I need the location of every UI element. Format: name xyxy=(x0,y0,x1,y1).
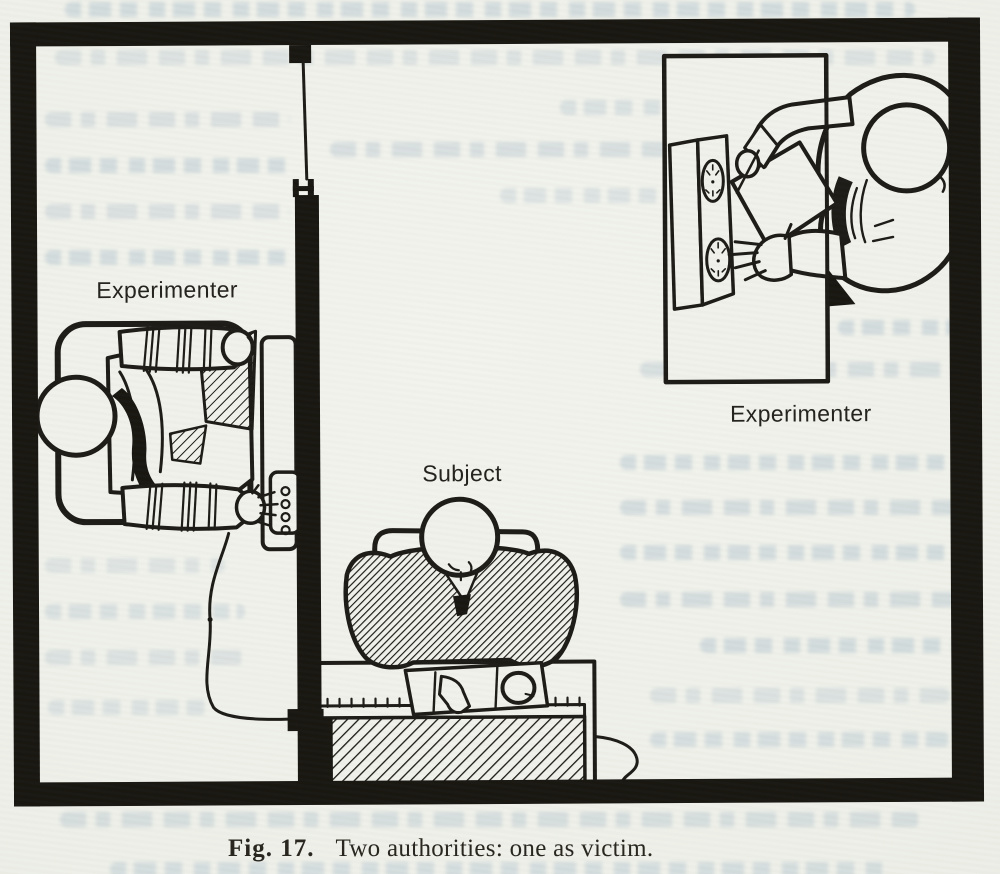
figure-caption-number: Fig. 17. xyxy=(228,835,315,862)
shock-device xyxy=(667,134,736,311)
open-hand xyxy=(751,233,794,282)
door xyxy=(292,61,314,198)
head xyxy=(419,496,501,578)
figure-caption-text: Two authorities: one as victim. xyxy=(335,835,654,862)
tie xyxy=(111,387,167,500)
experimenter-right-figure xyxy=(727,72,966,307)
bleedthrough-line xyxy=(45,604,245,619)
door-jamb xyxy=(289,44,312,64)
bleedthrough-line xyxy=(45,558,225,573)
answer-box-wire xyxy=(205,531,291,721)
bleedthrough-line xyxy=(45,250,290,265)
bleedthrough-line xyxy=(48,700,208,715)
tie xyxy=(831,176,853,249)
bleedthrough-line xyxy=(65,2,915,17)
hand xyxy=(234,489,267,526)
bleedthrough-line xyxy=(45,650,245,665)
bleedthrough-line xyxy=(45,112,290,127)
arm-lower xyxy=(120,483,253,531)
bleedthrough-line xyxy=(700,638,960,653)
bleedthrough-line xyxy=(620,545,960,560)
bleedthrough-line xyxy=(45,204,290,219)
wire-pass-through xyxy=(287,708,324,732)
subject-figure xyxy=(343,496,579,717)
head xyxy=(861,102,953,194)
bleedthrough-line xyxy=(650,732,950,747)
label-experimenter-right: Experimenter xyxy=(730,400,872,427)
bleedthrough-line xyxy=(620,592,960,607)
room-walls xyxy=(9,17,985,807)
bleedthrough-line xyxy=(110,862,890,874)
head xyxy=(34,374,118,458)
bleedthrough-line xyxy=(620,455,960,470)
arm-straps xyxy=(142,323,213,374)
experimenter-left-figure xyxy=(34,320,279,532)
wall-divider xyxy=(294,194,322,786)
wall-right xyxy=(947,17,985,802)
device-dial xyxy=(705,237,732,283)
hand-with-pencil xyxy=(734,148,761,179)
instrument-table xyxy=(661,53,831,385)
door-knob xyxy=(292,178,314,198)
bleedthrough-line xyxy=(650,688,950,703)
bleedthrough-line xyxy=(45,158,290,173)
bleedthrough-line xyxy=(620,500,960,515)
tie xyxy=(452,594,471,617)
pointing-hand xyxy=(437,674,472,715)
fist xyxy=(220,328,255,367)
wall-bottom xyxy=(13,777,983,807)
label-subject: Subject xyxy=(422,460,502,486)
table-edge xyxy=(824,53,830,384)
arm-straps xyxy=(145,481,218,532)
label-experimenter-left: Experimenter xyxy=(96,276,238,303)
device-dial xyxy=(700,158,725,203)
wall-left xyxy=(9,22,41,807)
bleedthrough-line xyxy=(60,812,920,827)
pencil xyxy=(735,149,760,195)
figure-caption: Fig. 17. Two authorities: one as victim. xyxy=(228,835,653,863)
bleedthrough-line xyxy=(838,320,962,335)
wall-top xyxy=(9,17,979,47)
